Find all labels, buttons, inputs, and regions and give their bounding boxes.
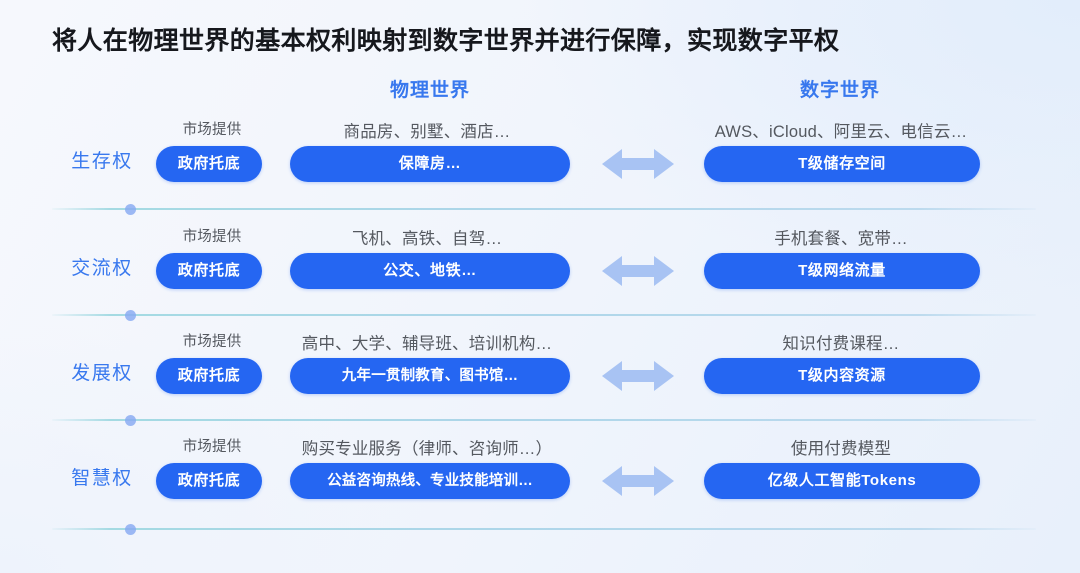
row-divider	[52, 204, 1036, 215]
digital-world-caption: 知识付费课程…	[782, 335, 900, 353]
right-category-label: 智慧权	[71, 468, 133, 489]
digital-world-pill[interactable]: T级网络流量	[704, 253, 980, 289]
government-guarantee-pill[interactable]: 政府托底	[156, 463, 262, 499]
physical-world-pill[interactable]: 公交、地铁…	[290, 253, 570, 289]
rights-row: 智慧权 市场提供 政府托底 购买专业服务（律师、咨询师…） 公益咨询热线、专业技…	[0, 429, 1080, 525]
digital-world-caption: AWS、iCloud、阿里云、电信云…	[714, 123, 968, 141]
digital-world-pill[interactable]: 亿级人工智能Tokens	[704, 463, 980, 499]
digital-world-pill[interactable]: T级储存空间	[704, 146, 980, 182]
divider-dot-icon	[125, 415, 136, 426]
market-supply-caption: 市场提供	[182, 122, 242, 138]
right-category-label: 生存权	[71, 151, 133, 172]
physical-world-caption: 购买专业服务（律师、咨询师…）	[301, 440, 553, 458]
rights-row: 发展权 市场提供 政府托底 高中、大学、辅导班、培训机构… 九年一贯制教育、图书…	[0, 324, 1080, 420]
double-arrow-icon	[600, 146, 676, 182]
physical-world-pill[interactable]: 保障房…	[290, 146, 570, 182]
right-category-label: 交流权	[71, 258, 133, 279]
digital-world-caption: 使用付费模型	[790, 440, 892, 458]
column-header-digital-world: 数字世界	[799, 80, 880, 101]
government-guarantee-pill[interactable]: 政府托底	[156, 253, 262, 289]
divider-dot-icon	[125, 310, 136, 321]
physical-world-pill[interactable]: 九年一贯制教育、图书馆…	[290, 358, 570, 394]
rights-row: 交流权 市场提供 政府托底 飞机、高铁、自驾… 公交、地铁… 手机套餐、宽带… …	[0, 219, 1080, 315]
digital-world-pill[interactable]: T级内容资源	[704, 358, 980, 394]
physical-world-caption: 高中、大学、辅导班、培训机构…	[301, 335, 553, 353]
page-title: 将人在物理世界的基本权利映射到数字世界并进行保障，实现数字平权	[52, 27, 840, 55]
right-category-label: 发展权	[71, 363, 133, 384]
double-arrow-icon	[600, 358, 676, 394]
physical-world-caption: 商品房、别墅、酒店…	[343, 123, 511, 141]
row-divider	[52, 310, 1036, 321]
government-guarantee-pill[interactable]: 政府托底	[156, 358, 262, 394]
divider-dot-icon	[125, 524, 136, 535]
physical-world-pill[interactable]: 公益咨询热线、专业技能培训…	[290, 463, 570, 499]
double-arrow-icon	[600, 463, 676, 499]
row-divider	[52, 524, 1036, 535]
market-supply-caption: 市场提供	[182, 229, 242, 245]
row-divider	[52, 415, 1036, 426]
divider-dot-icon	[125, 204, 136, 215]
market-supply-caption: 市场提供	[182, 439, 242, 455]
double-arrow-icon	[600, 253, 676, 289]
market-supply-caption: 市场提供	[182, 334, 242, 350]
column-header-physical-world: 物理世界	[389, 80, 470, 101]
digital-world-caption: 手机套餐、宽带…	[774, 230, 908, 248]
government-guarantee-pill[interactable]: 政府托底	[156, 146, 262, 182]
rights-row: 生存权 市场提供 政府托底 商品房、别墅、酒店… 保障房… AWS、iCloud…	[0, 112, 1080, 208]
physical-world-caption: 飞机、高铁、自驾…	[351, 230, 503, 248]
